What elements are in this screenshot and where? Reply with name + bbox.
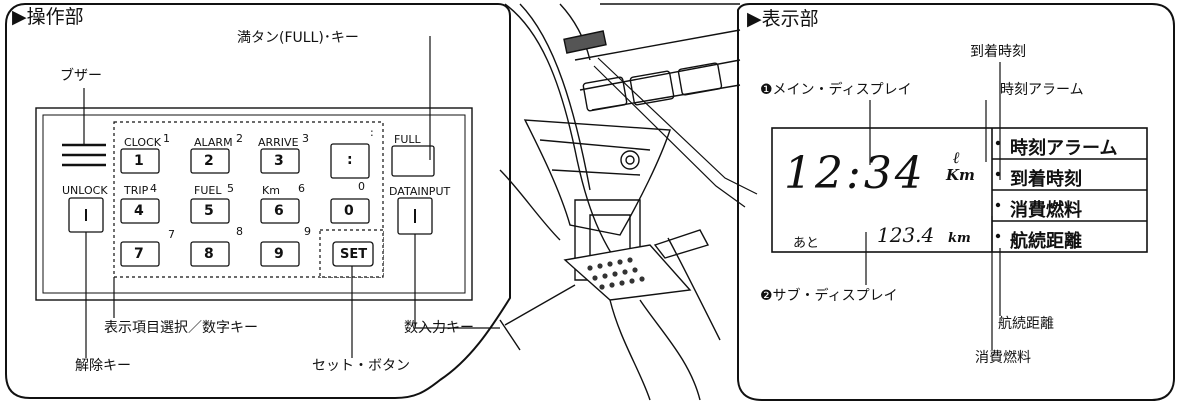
sub-display-unit: km [948, 231, 971, 246]
key-9-face[interactable]: 9 [274, 246, 284, 262]
sub-display-label: ❷サブ・ディスプレイ [760, 288, 898, 304]
range-label: 航続距離 [998, 316, 1054, 332]
key-caption-alarm: ALARM [194, 136, 233, 149]
indicator-range: 航続距離 [1010, 231, 1082, 252]
key-caption-arrive: ARRIVE [258, 136, 299, 149]
dashboard-illustration [499, 3, 741, 401]
key-3-face[interactable]: 3 [274, 153, 284, 169]
key-caption-trip: TRIP [124, 184, 149, 197]
key-index-4: 4 [150, 182, 157, 195]
control-panel-frame [5, 3, 511, 399]
full-label: FULL [394, 133, 421, 146]
control-panel-heading: ▶操作部 [12, 6, 84, 28]
key-caption-fuel: FUEL [194, 184, 222, 197]
main-display-label: ❶メイン・ディスプレイ [760, 82, 912, 98]
key-4-face[interactable]: 4 [134, 203, 144, 219]
key-colon-face[interactable]: : [347, 152, 353, 168]
time-alarm-label: 時刻アラーム [1000, 82, 1084, 98]
set-button[interactable]: SET [340, 247, 368, 262]
unlock-label: UNLOCK [62, 184, 108, 197]
key-index-2: 2 [236, 132, 243, 145]
main-display-unit-km: Km [946, 166, 975, 184]
key-index-3: 3 [302, 132, 309, 145]
key-index-8: 8 [236, 225, 243, 238]
key-1-face[interactable]: 1 [134, 153, 144, 169]
keypad [120, 143, 435, 267]
key-8-face[interactable]: 8 [204, 246, 214, 262]
display-panel-frame [737, 3, 1175, 401]
display-select-number-keys-label: 表示項目選択／数字キー [104, 320, 258, 336]
key-index-7: 7 [168, 228, 175, 241]
key-7-face[interactable]: 7 [134, 246, 144, 262]
key-index-9: 9 [304, 225, 311, 238]
sub-display-prefix: あと [793, 236, 820, 251]
buzzer-label: ブザー [60, 68, 102, 84]
key-index-1: 1 [163, 132, 170, 145]
unlock-button [68, 197, 104, 233]
main-display-unit-liter: ℓ [953, 148, 960, 167]
key-caption-colon: : [370, 126, 374, 139]
fuel-consumed-label: 消費燃料 [975, 350, 1031, 366]
arrival-time-label: 到着時刻 [970, 44, 1026, 60]
buzzer-grille [62, 143, 106, 167]
full-tank-key-label: 満タン(FULL)･キー [237, 30, 359, 46]
key-caption-km: Km [262, 184, 280, 197]
set-button-label: セット・ボタン [312, 358, 410, 374]
sub-display-value: 123.4 [877, 223, 935, 247]
display-leaders [593, 57, 1001, 350]
key-2-face[interactable]: 2 [204, 153, 214, 169]
key-index-0: 0 [358, 180, 365, 193]
key-index-6: 6 [298, 182, 305, 195]
display-panel-heading: ▶表示部 [747, 8, 819, 30]
key-6-face[interactable]: 6 [274, 203, 284, 219]
key-index-5: 5 [227, 182, 234, 195]
indicator-fuel-consumed: 消費燃料 [1010, 200, 1082, 221]
datainput-label: DATAINPUT [389, 185, 451, 198]
key-5-face[interactable]: 5 [204, 203, 214, 219]
main-display-time: 12:34 [784, 148, 926, 199]
indicator-arrival-time: 到着時刻 [1010, 169, 1082, 190]
indicator-dots [995, 140, 1001, 239]
key-0-face[interactable]: 0 [344, 203, 354, 219]
number-input-key-label: 数入力キー [404, 320, 474, 336]
release-key-label: 解除キー [75, 358, 131, 374]
control-leaders [83, 36, 500, 358]
indicator-time-alarm: 時刻アラーム [1010, 138, 1118, 159]
key-caption-clock: CLOCK [124, 136, 161, 149]
